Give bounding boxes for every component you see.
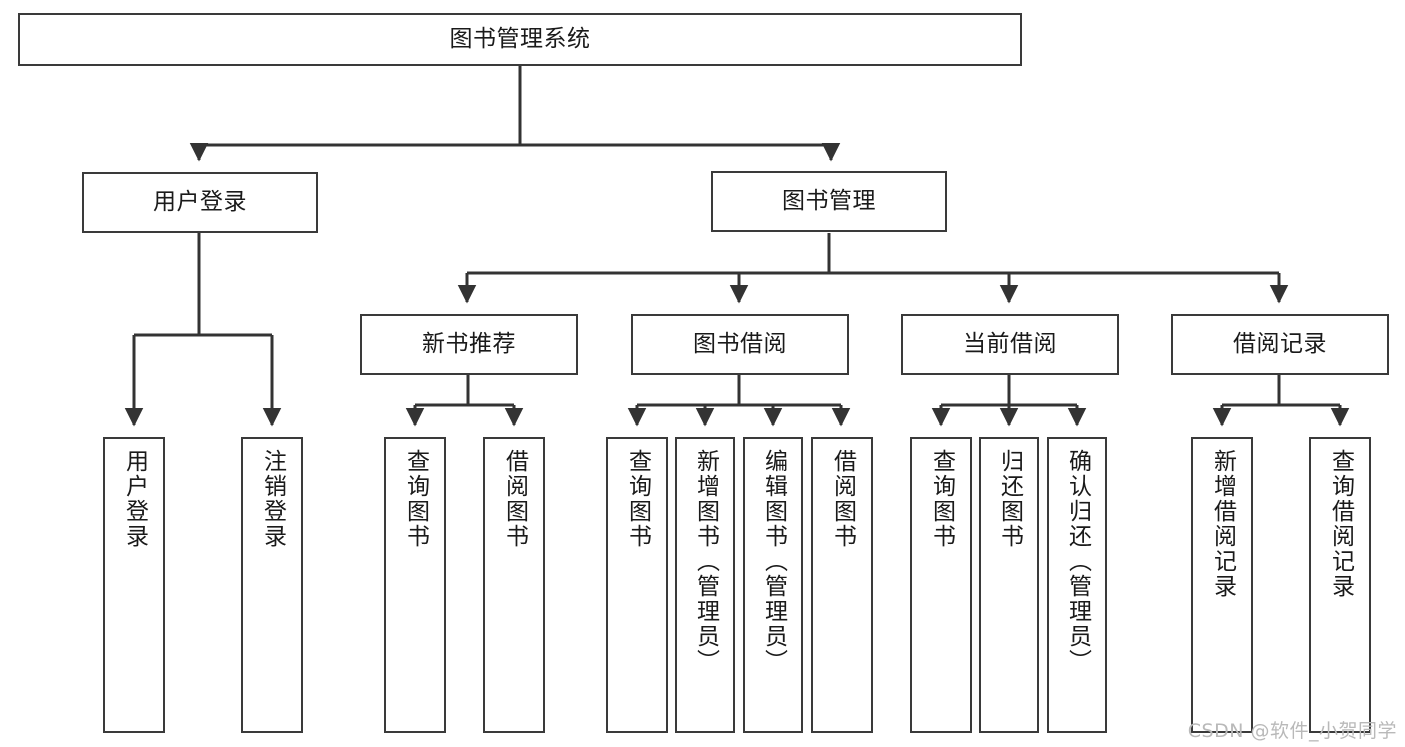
- leaf-user-login-login[interactable]: 用户登录: [103, 437, 165, 733]
- leaf-new-book-borrow[interactable]: 借阅图书: [483, 437, 545, 733]
- node-book-borrow[interactable]: 图书借阅: [631, 314, 849, 375]
- csdn-watermark: CSDN @软件_小贺同学: [1187, 720, 1397, 742]
- leaf-book-borrow-edit-label: 编辑图书（管理员）: [760, 449, 787, 674]
- node-new-book-recommend-label: 新书推荐: [422, 330, 516, 357]
- leaf-book-borrow-add[interactable]: 新增图书（管理员）: [675, 437, 735, 733]
- leaf-book-borrow-query[interactable]: 查询图书: [606, 437, 668, 733]
- leaf-book-borrow-edit[interactable]: 编辑图书（管理员）: [743, 437, 803, 733]
- leaf-user-login-logout-label: 注销登录: [259, 449, 286, 549]
- leaf-book-borrow-query-label: 查询图书: [624, 449, 651, 549]
- node-book-management-label: 图书管理: [782, 187, 876, 214]
- leaf-book-borrow-add-label: 新增图书（管理员）: [692, 449, 719, 674]
- leaf-current-borrow-return-label: 归还图书: [996, 449, 1023, 549]
- node-current-borrow[interactable]: 当前借阅: [901, 314, 1119, 375]
- node-borrow-record[interactable]: 借阅记录: [1171, 314, 1389, 375]
- leaf-borrow-record-query[interactable]: 查询借阅记录: [1309, 437, 1371, 733]
- node-new-book-recommend[interactable]: 新书推荐: [360, 314, 578, 375]
- leaf-new-book-query-label: 查询图书: [402, 449, 429, 549]
- leaf-user-login-login-label: 用户登录: [121, 449, 148, 549]
- leaf-current-borrow-return[interactable]: 归还图书: [979, 437, 1039, 733]
- node-user-login-label: 用户登录: [153, 188, 247, 215]
- leaf-current-borrow-query[interactable]: 查询图书: [910, 437, 972, 733]
- node-user-login[interactable]: 用户登录: [82, 172, 318, 233]
- leaf-current-borrow-query-label: 查询图书: [928, 449, 955, 549]
- node-borrow-record-label: 借阅记录: [1233, 330, 1327, 357]
- leaf-book-borrow-borrow[interactable]: 借阅图书: [811, 437, 873, 733]
- leaf-borrow-record-query-label: 查询借阅记录: [1327, 449, 1354, 599]
- node-root[interactable]: 图书管理系统: [18, 13, 1022, 66]
- leaf-user-login-logout[interactable]: 注销登录: [241, 437, 303, 733]
- leaf-new-book-borrow-label: 借阅图书: [501, 449, 528, 549]
- leaf-borrow-record-add-label: 新增借阅记录: [1209, 449, 1236, 599]
- node-root-label: 图书管理系统: [449, 25, 591, 52]
- leaf-new-book-query[interactable]: 查询图书: [384, 437, 446, 733]
- leaf-book-borrow-borrow-label: 借阅图书: [829, 449, 856, 549]
- leaf-current-borrow-confirm-label: 确认归还（管理员）: [1064, 449, 1091, 674]
- leaf-borrow-record-add[interactable]: 新增借阅记录: [1191, 437, 1253, 733]
- node-book-borrow-label: 图书借阅: [693, 330, 787, 357]
- leaf-current-borrow-confirm[interactable]: 确认归还（管理员）: [1047, 437, 1107, 733]
- node-book-management[interactable]: 图书管理: [711, 171, 947, 232]
- node-current-borrow-label: 当前借阅: [963, 330, 1057, 357]
